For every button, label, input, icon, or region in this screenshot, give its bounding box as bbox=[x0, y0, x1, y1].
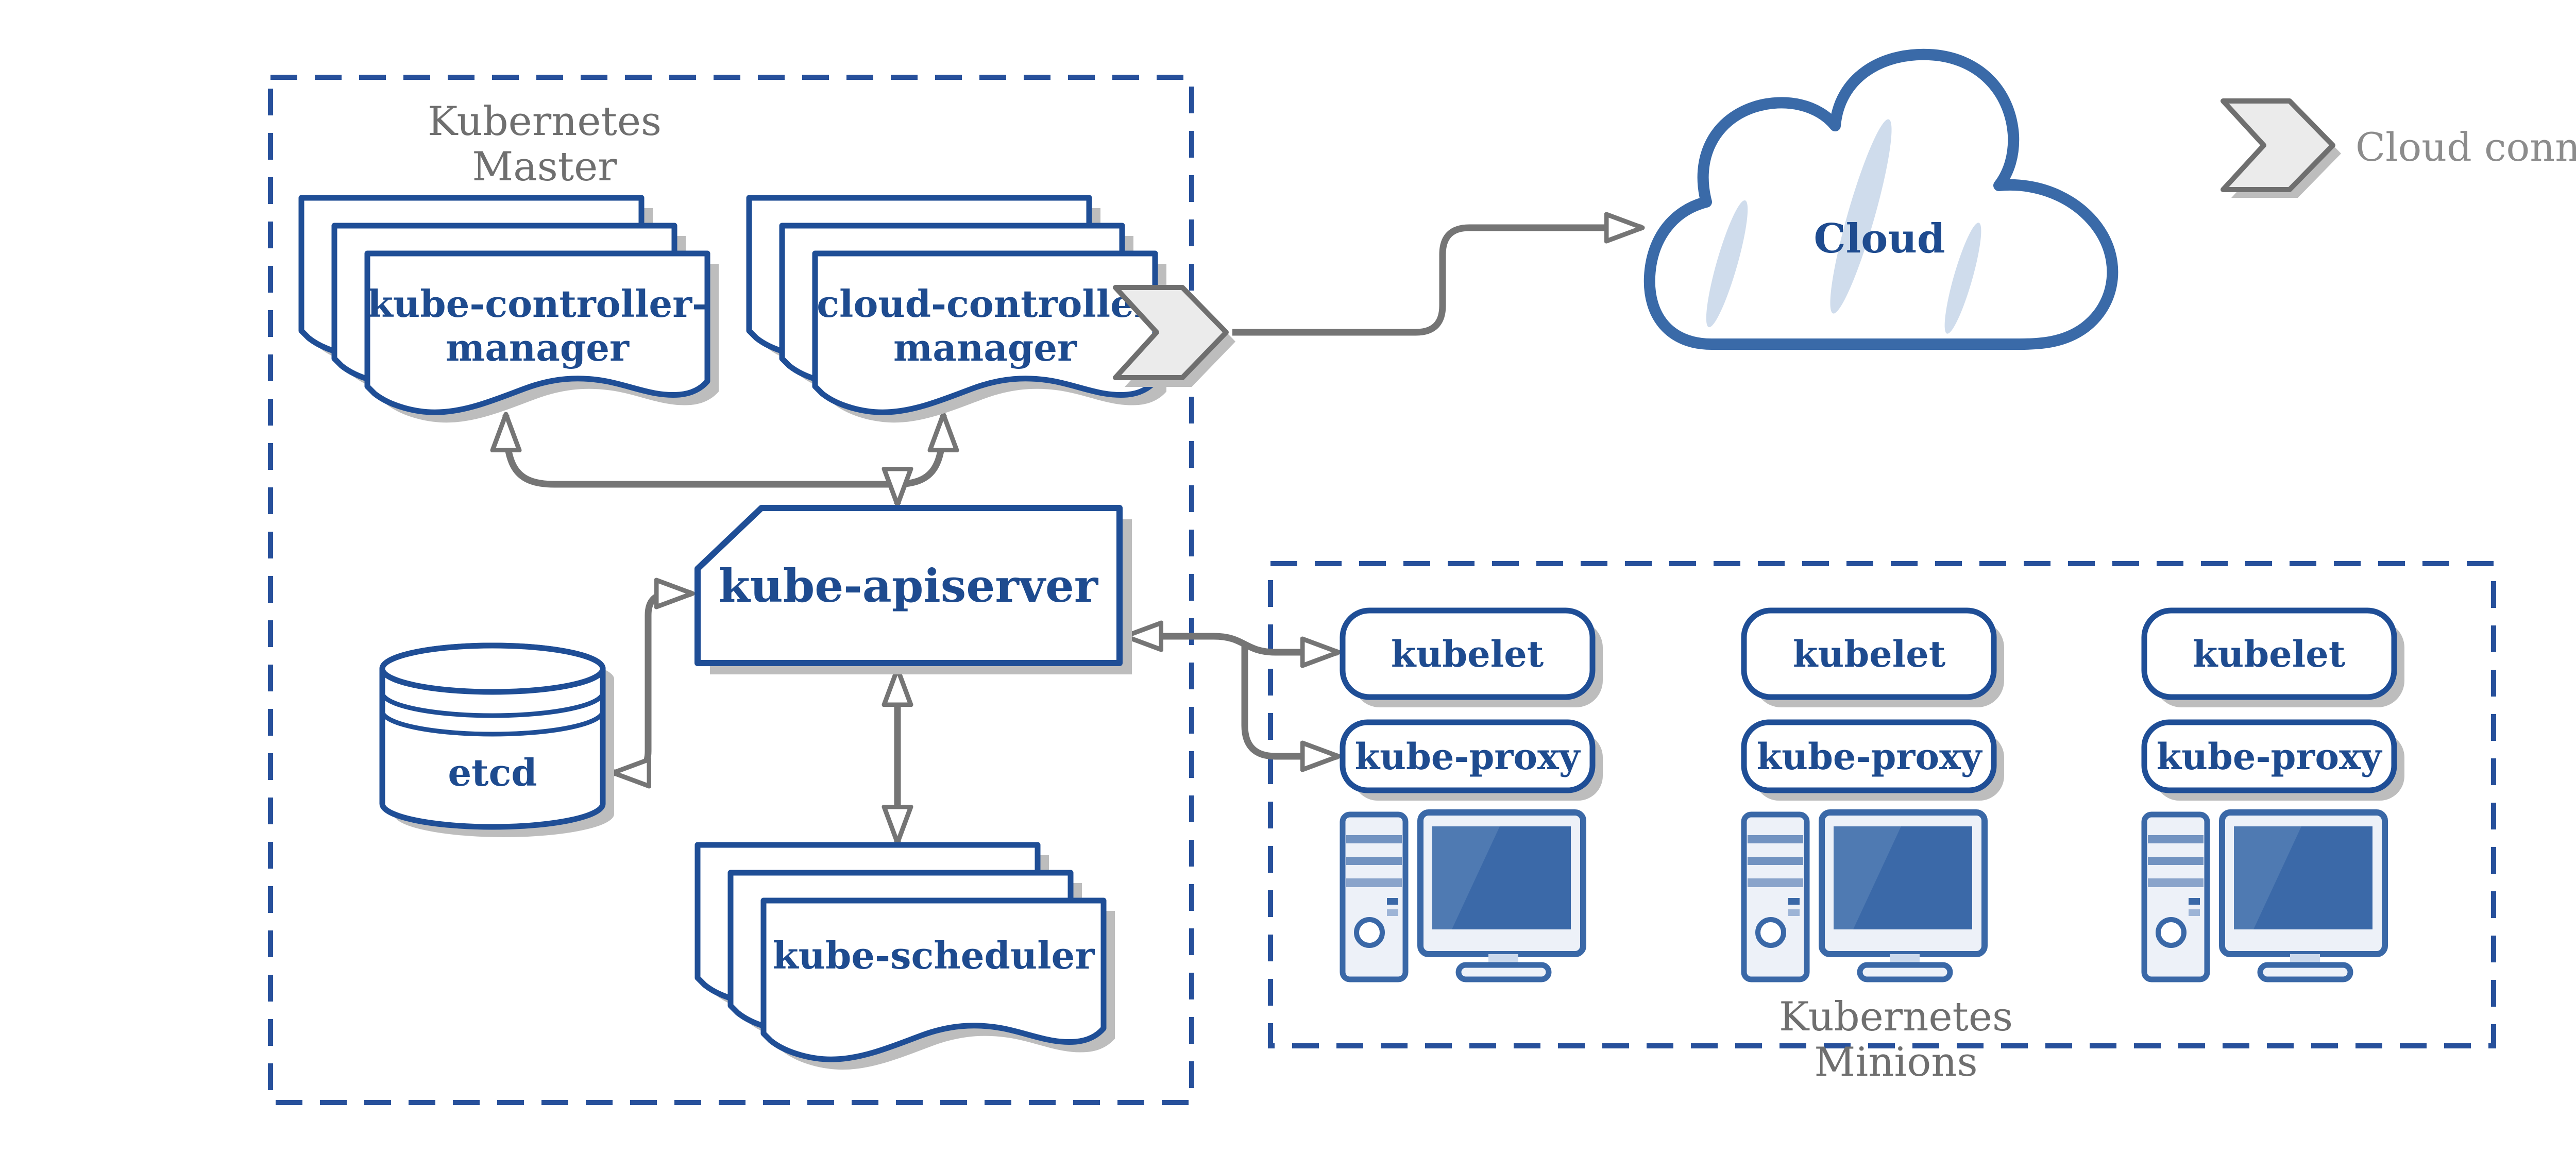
workstation-icon bbox=[1343, 812, 1583, 979]
minion-node-2: kubelet kube-proxy bbox=[1741, 607, 2004, 979]
cloud-label: Cloud bbox=[1814, 215, 1945, 262]
cloud-sheen bbox=[1944, 223, 1981, 334]
cloud-sheen bbox=[1706, 200, 1748, 328]
cloud-connector-legend: Cloud connector bbox=[2221, 98, 2576, 198]
kube-proxy-box-2 bbox=[1741, 719, 1997, 793]
connector-apiserver-kubeproxy bbox=[1241, 645, 1337, 756]
minions-label-line2: Minions bbox=[1814, 1039, 1977, 1086]
cloud-shape bbox=[1643, 48, 2119, 350]
etcd-label: etcd bbox=[448, 751, 537, 794]
kube-scheduler-label: kube-scheduler bbox=[773, 934, 1095, 977]
connector-cloudcontroller-cloud bbox=[1232, 228, 1641, 336]
kubelet-box-3 bbox=[2141, 607, 2397, 700]
cloud-controller-manager-label-line2: manager bbox=[893, 326, 1077, 369]
kubelet-box-2 bbox=[1741, 607, 1997, 700]
kubernetes-master-label: Kubernetes Master bbox=[428, 98, 662, 190]
cloud-node: Cloud bbox=[1643, 48, 2119, 350]
kubernetes-minions-dashed-border bbox=[1268, 561, 2496, 1048]
minions-label-line1: Kubernetes bbox=[1779, 994, 2013, 1040]
kube-scheduler-node: kube-scheduler bbox=[698, 845, 1115, 1070]
master-label-line2: Master bbox=[472, 144, 617, 190]
kubelet-label-3: kubelet bbox=[2193, 633, 2345, 675]
minion-node-3: kubelet kube-proxy bbox=[2141, 607, 2404, 979]
cloud-connector-icon bbox=[2221, 98, 2341, 198]
kube-proxy-box-3 bbox=[2141, 719, 2397, 793]
kubernetes-master-dashed-border bbox=[268, 75, 1194, 1105]
minion-node-1: kubelet kube-proxy bbox=[1340, 607, 1603, 979]
cloud-connector-badge-icon bbox=[1113, 285, 1235, 387]
etcd-node: etcd bbox=[379, 642, 614, 837]
kube-controller-manager-node: kube-controller- manager bbox=[301, 198, 719, 423]
kube-controller-manager-label-line1: kube-controller- bbox=[367, 282, 707, 326]
kube-proxy-box-1 bbox=[1340, 719, 1596, 793]
master-label-line1: Kubernetes bbox=[428, 98, 662, 145]
kubelet-label-2: kubelet bbox=[1793, 633, 1945, 675]
kubelet-label-1: kubelet bbox=[1391, 633, 1544, 675]
connector-apiserver-to-controllers bbox=[506, 415, 943, 488]
connector-etcd-apiserver bbox=[614, 594, 691, 773]
kube-controller-manager-label-line2: manager bbox=[446, 326, 630, 369]
connectors bbox=[506, 228, 1641, 842]
kube-proxy-label-2: kube-proxy bbox=[1757, 735, 1983, 778]
workstation-icon bbox=[2144, 812, 2385, 979]
cloud-sheen bbox=[1830, 119, 1892, 314]
connector-apiserver-kubelet bbox=[1126, 636, 1337, 652]
kube-proxy-label-3: kube-proxy bbox=[2157, 735, 2383, 778]
workstation-icon bbox=[1744, 812, 1985, 979]
kube-apiserver-label: kube-apiserver bbox=[719, 559, 1099, 613]
kube-proxy-label-1: kube-proxy bbox=[1355, 735, 1581, 778]
cloud-controller-manager-label-line1: cloud-controller bbox=[817, 282, 1154, 326]
cloud-connector-label: Cloud connector bbox=[2355, 124, 2576, 170]
cloud-controller-manager-node: cloud-controller manager bbox=[749, 198, 1235, 423]
kubernetes-minions-label: Kubernetes Minions bbox=[1779, 994, 2013, 1086]
kubelet-box-1 bbox=[1340, 607, 1596, 700]
kube-apiserver-node: kube-apiserver bbox=[694, 505, 1132, 674]
